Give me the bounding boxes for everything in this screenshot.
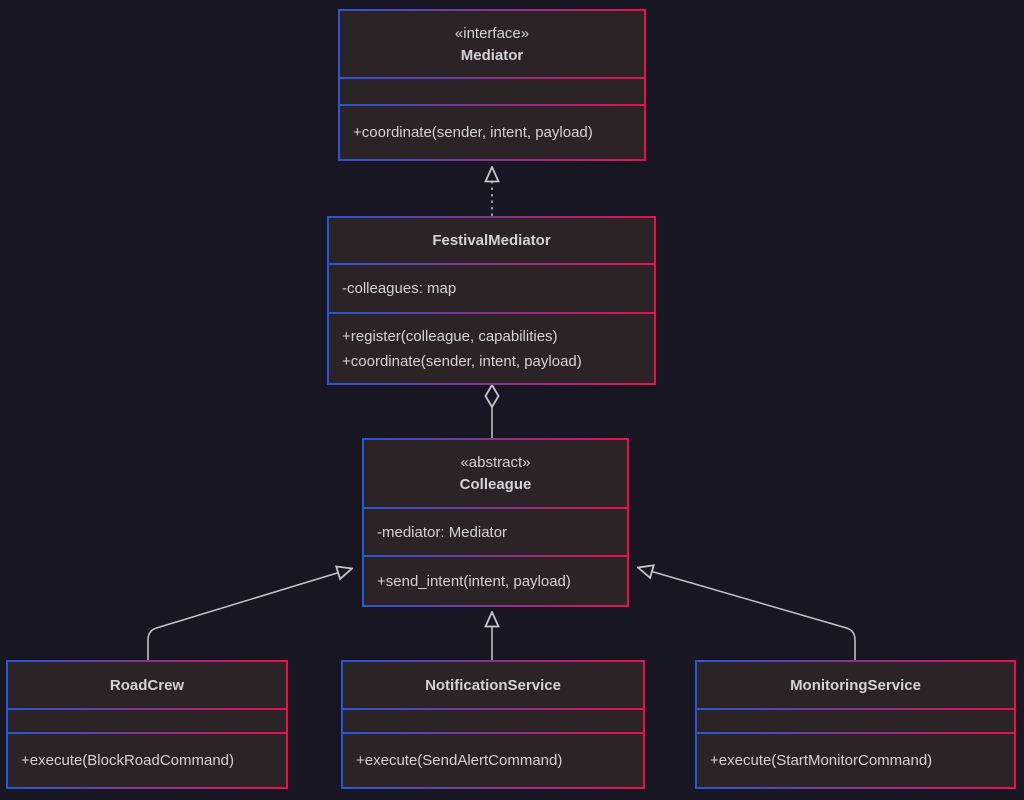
methods-compartment: +coordinate(sender, intent, payload): [338, 104, 646, 161]
class-name: Mediator: [460, 46, 524, 64]
attribute: -colleagues: map: [342, 280, 457, 297]
class-title-compartment: MonitoringService: [695, 660, 1016, 710]
method: +register(colleague, capabilities): [342, 327, 558, 345]
class-stereotype: «abstract»: [460, 454, 531, 471]
methods-compartment: +execute(SendAlertCommand): [341, 732, 645, 789]
methods-compartment: +execute(BlockRoadCommand): [6, 732, 288, 789]
edge-generalization-monitoringservice-to-colleague: [638, 568, 856, 660]
method: +coordinate(sender, intent, payload): [342, 352, 582, 370]
attributes-compartment: -mediator: Mediator: [362, 507, 629, 557]
attributes-compartment: [338, 77, 646, 106]
class-title-compartment: «abstract» Colleague: [362, 438, 629, 509]
attributes-compartment: [6, 708, 288, 734]
class-mediator: «interface» Mediator +coordinate(sender,…: [338, 9, 646, 161]
methods-compartment: +execute(StartMonitorCommand): [695, 732, 1016, 789]
attributes-compartment: [341, 708, 645, 734]
class-name: Colleague: [459, 476, 532, 493]
class-notificationservice: NotificationService +execute(SendAlertCo…: [341, 660, 645, 789]
edge-generalization-roadcrew-to-colleague: [147, 569, 352, 660]
class-title-compartment: FestivalMediator: [327, 216, 656, 265]
attributes-compartment: -colleagues: map: [327, 263, 656, 314]
class-name: RoadCrew: [109, 676, 185, 694]
class-title-compartment: RoadCrew: [6, 660, 288, 710]
class-name: MonitoringService: [790, 676, 921, 694]
class-name: FestivalMediator: [432, 232, 551, 249]
class-stereotype: «interface»: [454, 24, 530, 42]
methods-compartment: +send_intent(intent, payload): [362, 555, 629, 607]
attributes-compartment: [695, 708, 1016, 734]
class-monitoringservice: MonitoringService +execute(StartMonitorC…: [695, 660, 1016, 789]
attribute: -mediator: Mediator: [377, 523, 508, 541]
class-name: NotificationService: [425, 676, 561, 694]
method: +send_intent(intent, payload): [377, 572, 571, 590]
method: +coordinate(sender, intent, payload): [353, 124, 593, 141]
method: +execute(SendAlertCommand): [356, 752, 563, 769]
class-colleague: «abstract» Colleague -mediator: Mediator…: [362, 438, 629, 607]
method: +execute(BlockRoadCommand): [21, 752, 235, 769]
class-title-compartment: NotificationService: [341, 660, 645, 710]
method: +execute(StartMonitorCommand): [710, 752, 933, 769]
class-title-compartment: «interface» Mediator: [338, 9, 646, 79]
class-roadcrew: RoadCrew +execute(BlockRoadCommand): [6, 660, 288, 789]
methods-compartment: +register(colleague, capabilities) +coor…: [327, 312, 656, 385]
class-festivalmediator: FestivalMediator -colleagues: map +regis…: [327, 216, 656, 385]
